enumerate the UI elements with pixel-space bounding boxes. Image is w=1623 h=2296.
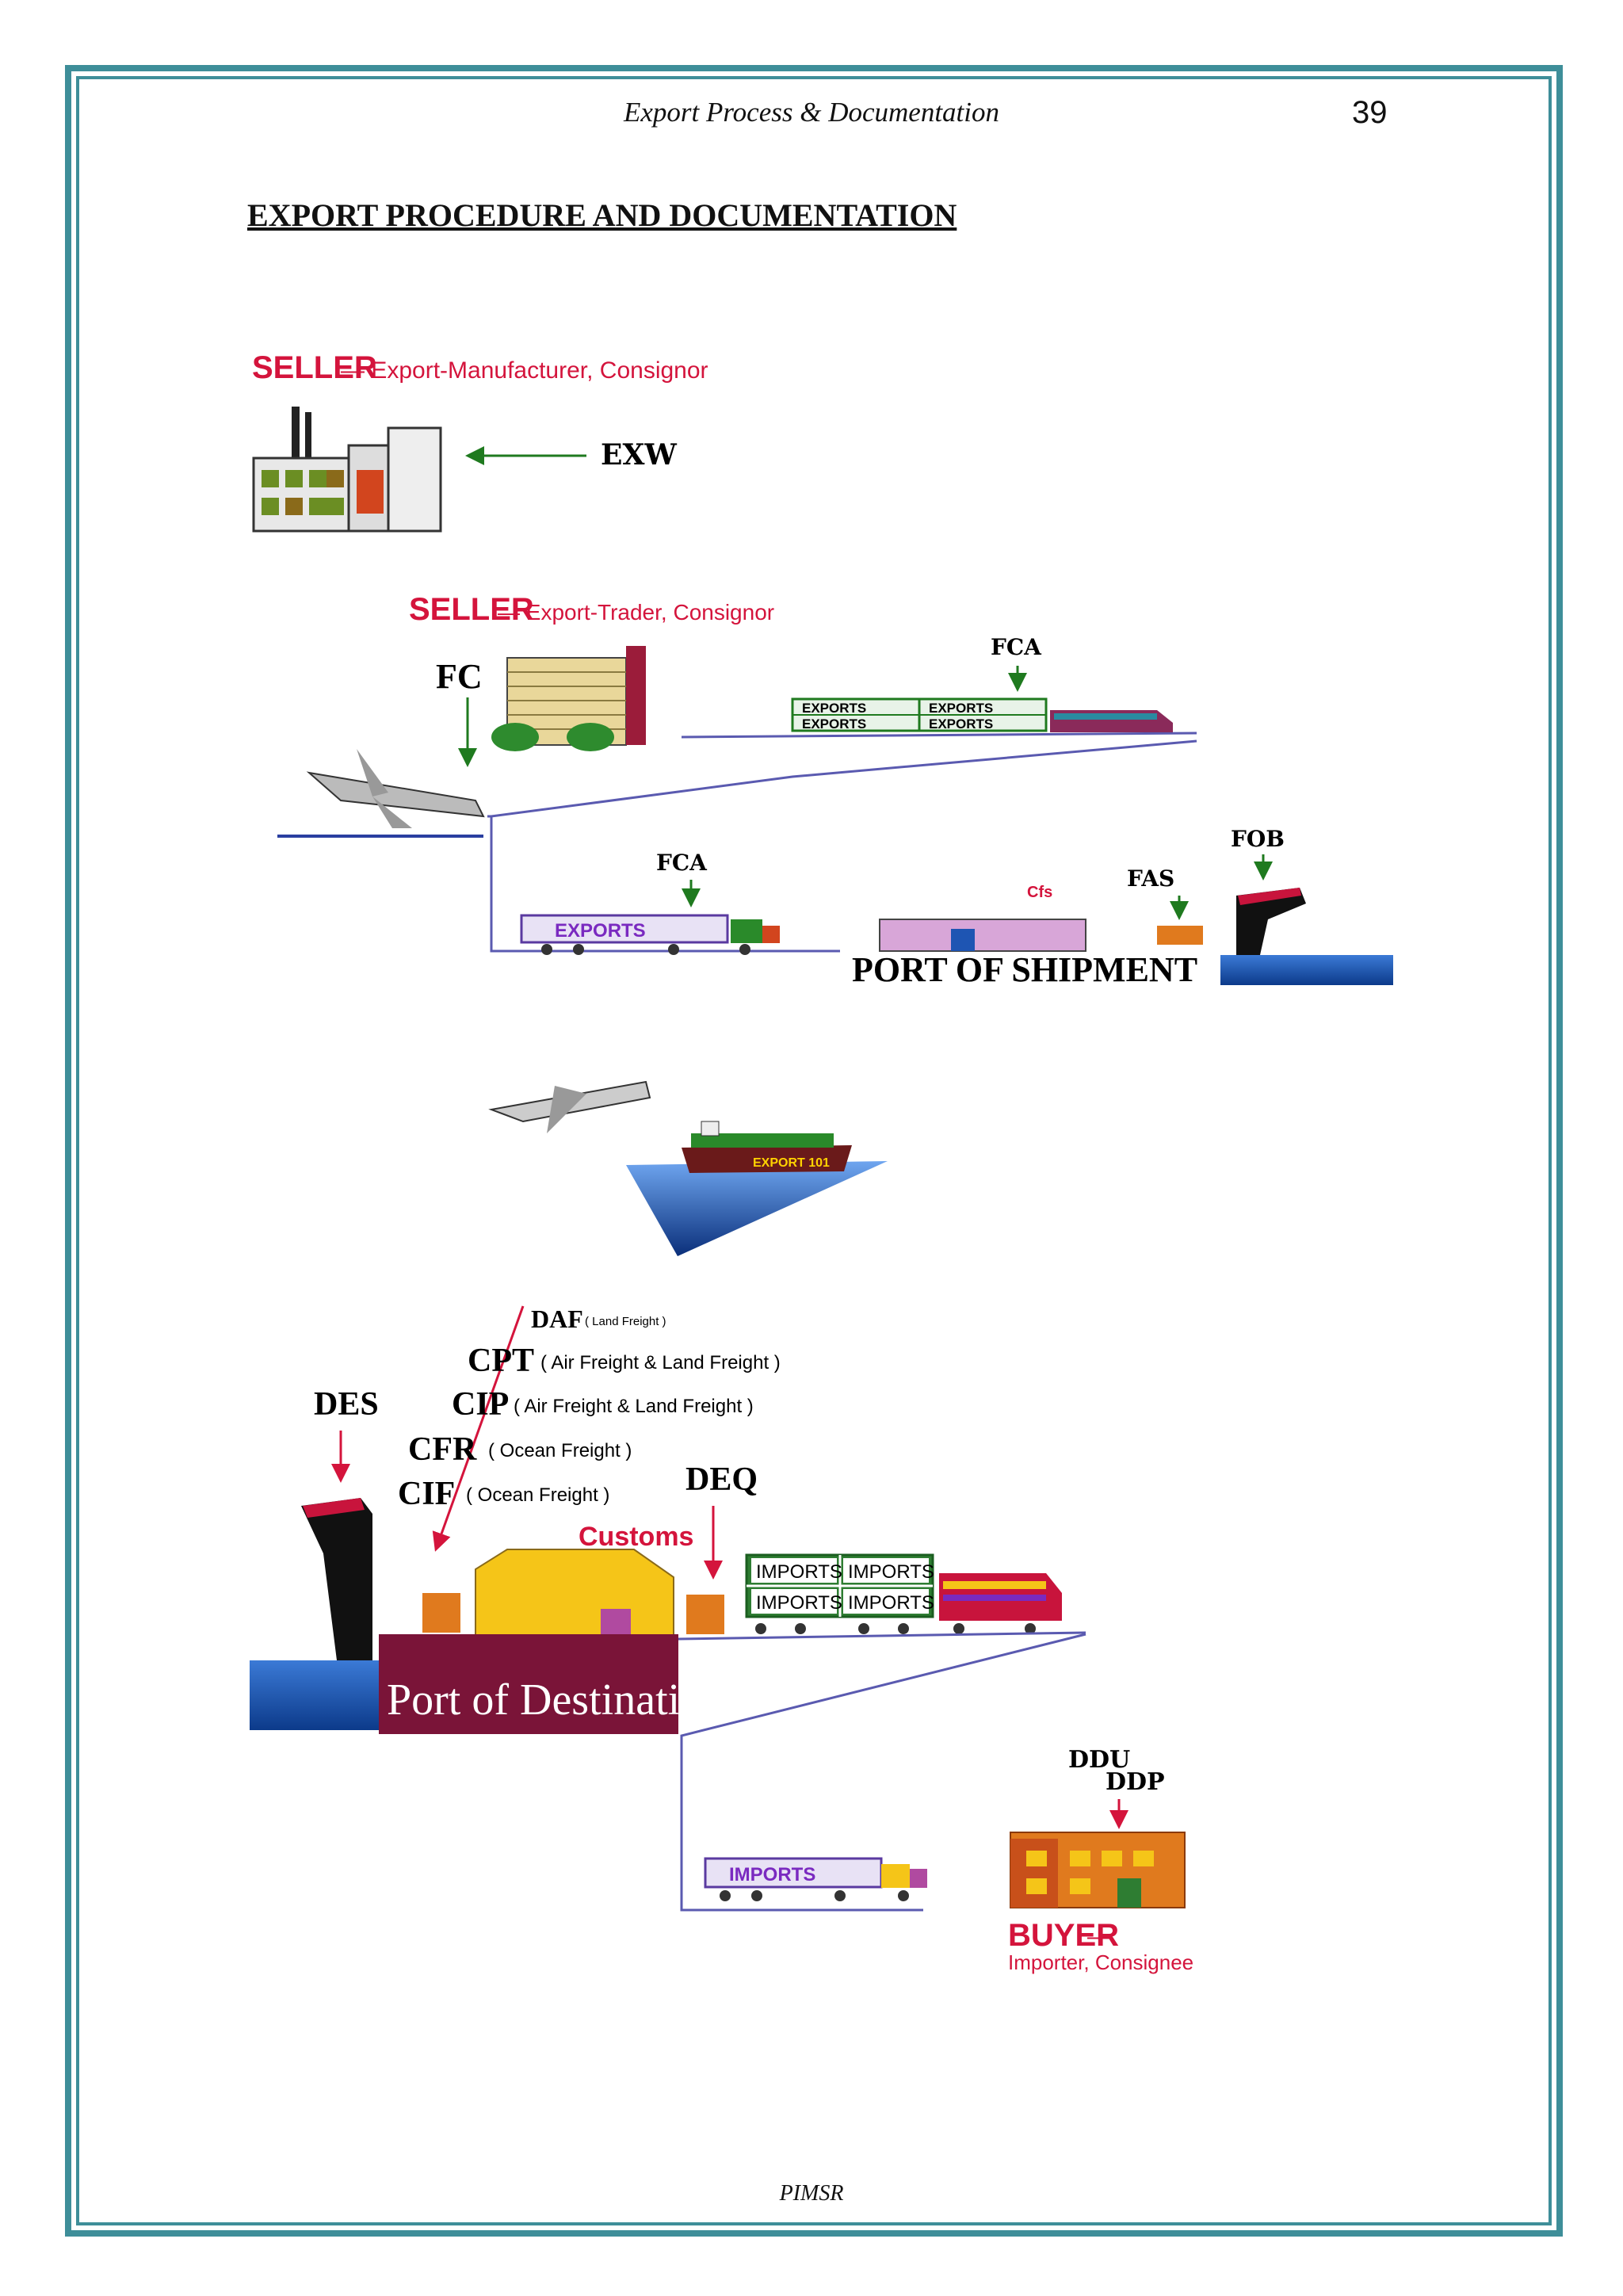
customs-label: Customs (579, 1522, 693, 1552)
cip-note: ( Air Freight & Land Freight ) (514, 1396, 754, 1417)
rail-import-tag-2: IMPORTS (848, 1561, 934, 1583)
factory-icon (252, 407, 442, 533)
export-truck-icon: EXPORTS (520, 914, 780, 955)
page-number: 39 (1352, 95, 1388, 130)
route-line-3 (680, 1633, 1086, 1912)
customs-warehouse-icon (475, 1549, 674, 1641)
daf-note: ( Land Freight ) (585, 1315, 666, 1328)
cfr-note: ( Ocean Freight ) (488, 1440, 632, 1461)
fca-truck-label: FCA (656, 850, 708, 876)
cif-label: CIF (398, 1476, 455, 1512)
deq-label: DEQ (685, 1461, 758, 1498)
buyer-warehouse-icon (1010, 1832, 1186, 1908)
ship-export-tag: EXPORT 101 (753, 1156, 830, 1170)
incoterm-diagonal-arrow (432, 1305, 525, 1552)
cif-note: ( Ocean Freight ) (466, 1484, 609, 1506)
buyer-title: BUYER (1008, 1918, 1119, 1953)
rail-import-tag-4: IMPORTS (848, 1592, 934, 1614)
seller2-title: SELLER (409, 592, 534, 627)
ddu-label: DDU (1068, 1746, 1130, 1774)
page-border-outer (65, 65, 1563, 2237)
seller1-title: SELLER (252, 350, 377, 385)
cpt-label: CPT (468, 1343, 534, 1379)
fca-rail-label: FCA (991, 634, 1042, 660)
page-footer: PIMSR (779, 2181, 844, 2206)
rail-import-tag-1: IMPORTS (756, 1561, 842, 1583)
buyer-dash: — (1087, 1924, 1111, 1950)
office-building-icon (491, 646, 646, 751)
route-line-2 (490, 816, 840, 953)
rail-track-top (681, 732, 1197, 739)
truck-exports-tag: EXPORTS (555, 920, 646, 942)
ship-bow-icon-destination (301, 1498, 372, 1660)
fc-label: FC (436, 657, 483, 696)
fob-label: FOB (1231, 826, 1285, 852)
cfs-label: Cfs (1027, 884, 1052, 901)
port-of-destination-banner (379, 1634, 678, 1734)
rail-export-tag-4: EXPORTS (929, 716, 993, 732)
truck-imports-tag: IMPORTS (729, 1864, 815, 1885)
ship-bow-icon-shipment (1236, 888, 1306, 955)
running-header: Export Process & Documentation (623, 97, 1000, 128)
route-line-1 (487, 739, 1197, 818)
fas-label: FAS (1127, 865, 1174, 892)
fas-cargo-icon (1157, 926, 1203, 945)
water-shipment (1220, 955, 1393, 985)
import-truck-icon: IMPORTS (704, 1857, 927, 1901)
transit-airplane-icon (488, 1080, 651, 1133)
page-border-inner (76, 76, 1552, 2225)
document-title: EXPORT PROCEDURE AND DOCUMENTATION (247, 197, 957, 233)
rail-export-tag-1: EXPORTS (802, 701, 866, 716)
cfs-warehouse-icon (879, 919, 1086, 952)
cargo-box-left (422, 1593, 460, 1633)
airplane-icon (306, 749, 485, 828)
water-destination (250, 1660, 380, 1730)
cargo-box-right (686, 1595, 724, 1634)
rail-track-bottom (678, 1631, 1086, 1641)
port-of-shipment-label: PORT OF SHIPMENT (852, 950, 1197, 989)
port-of-destination-label: Port of Destinatio (387, 1675, 702, 1725)
des-label: DES (314, 1386, 379, 1423)
cip-label: CIP (452, 1386, 509, 1423)
rail-import-tag-3: IMPORTS (756, 1592, 842, 1614)
cpt-note: ( Air Freight & Land Freight ) (540, 1352, 781, 1373)
import-rail-cars: IMPORTS IMPORTS IMPORTS IMPORTS (745, 1553, 1062, 1634)
transit-ship-icon: EXPORT 101 (626, 1121, 888, 1256)
export-rail-cars: EXPORTS EXPORTS EXPORTS EXPORTS (791, 697, 1173, 732)
cfr-label: CFR (408, 1431, 477, 1468)
daf-label: DAF (531, 1305, 583, 1333)
rail-export-tag-2: EXPORTS (929, 701, 993, 716)
exw-label: EXW (601, 438, 677, 472)
ddp-label: DDP (1106, 1768, 1165, 1796)
buyer-desc: Importer, Consignee (1008, 1950, 1193, 1974)
seller1-desc: — Export-Manufacturer, Consignor (341, 357, 708, 384)
seller2-desc: — Export-Trader, Consignor (498, 600, 774, 625)
rail-export-tag-3: EXPORTS (802, 716, 866, 732)
